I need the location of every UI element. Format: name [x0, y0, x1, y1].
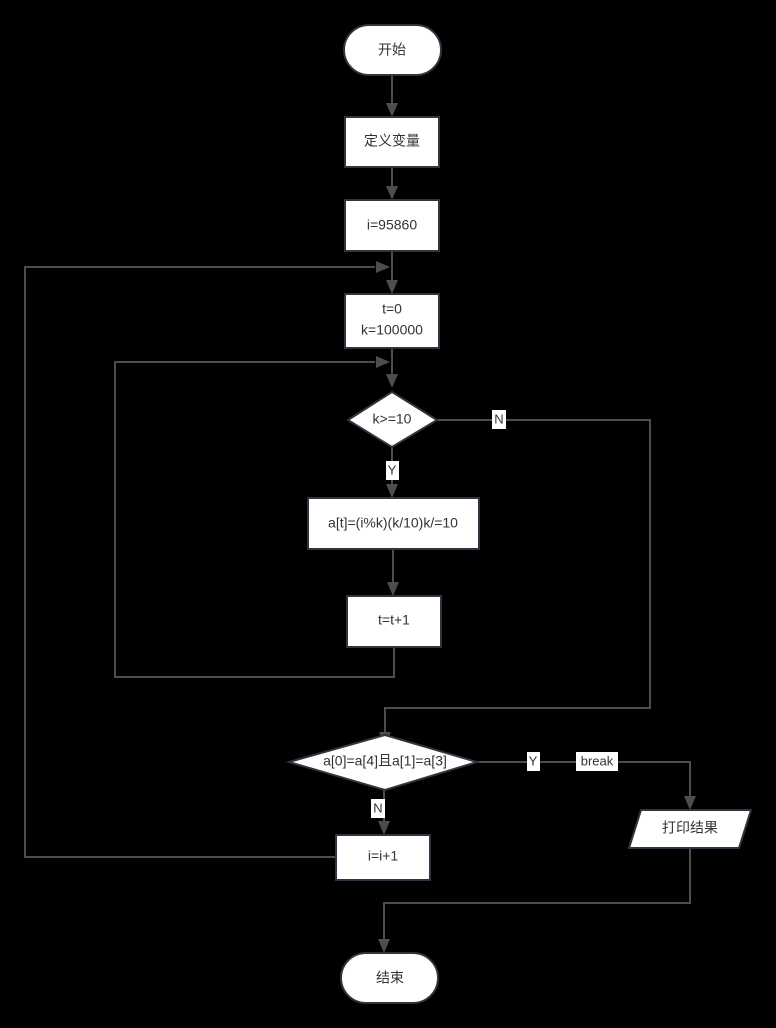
edge-label-cond-k-no-bg — [492, 410, 506, 429]
node-decision-palindrome-label: a[0]=a[4]且a[1]=a[3] — [323, 753, 447, 769]
node-inc-i-shape — [335, 834, 431, 881]
edge-label-cond-pal-no-text: N — [373, 800, 382, 815]
edge-label-cond-pal-yes: Y — [527, 752, 540, 771]
node-inc-i[interactable]: i=i+1 — [335, 834, 431, 881]
node-end[interactable]: 结束 — [340, 952, 439, 1004]
node-define-variables-shape — [344, 116, 440, 168]
edge-digit-to-inc-t — [387, 549, 399, 596]
node-end-shape — [340, 952, 439, 1004]
edge-label-cond-pal-no-bg — [371, 799, 385, 818]
edge-define-to-init-i — [386, 168, 398, 200]
edge-label-cond-pal-yes-bg — [527, 752, 540, 771]
node-init-t-k[interactable]: t=0 k=100000 — [344, 293, 440, 349]
node-print-result[interactable]: 打印结果 — [627, 809, 753, 849]
edge-outer-loop-return — [24, 261, 390, 858]
edge-init-tk-to-inner-merge — [386, 348, 398, 388]
node-inc-t[interactable]: t=t+1 — [346, 595, 442, 648]
node-init-i[interactable]: i=95860 — [344, 199, 440, 252]
edge-label-cond-pal-yes-text: Y — [529, 753, 538, 768]
edge-label-cond-pal-break: break — [576, 752, 618, 771]
edge-init-i-to-loop-merge — [386, 252, 398, 294]
node-init-i-label: i=95860 — [367, 217, 417, 233]
node-define-variables[interactable]: 定义变量 — [344, 116, 440, 168]
edge-label-cond-pal-break-bg — [576, 752, 618, 771]
edge-label-cond-k-yes: Y — [386, 461, 399, 480]
edge-cond-pal-yes-to-print — [477, 761, 696, 810]
node-end-label: 结束 — [376, 970, 404, 986]
node-digit-extract[interactable]: a[t]=(i%k)(k/10)k/=10 — [307, 497, 480, 550]
edge-label-cond-k-no: N — [492, 410, 506, 429]
edge-label-cond-pal-break-text: break — [581, 753, 614, 768]
edge-start-to-define — [386, 74, 398, 117]
edge-label-cond-k-no-text: N — [494, 411, 503, 426]
node-decision-k-ge-10[interactable]: k>=10 — [346, 390, 439, 449]
node-init-t-k-label-line2: k=100000 — [361, 322, 423, 338]
node-decision-palindrome[interactable]: a[0]=a[4]且a[1]=a[3] — [285, 733, 481, 792]
node-inc-i-label: i=i+1 — [368, 848, 399, 864]
node-init-t-k-label-line1: t=0 — [382, 301, 402, 317]
node-inc-t-shape — [346, 595, 442, 648]
node-init-i-shape — [344, 199, 440, 252]
node-inc-t-label: t=t+1 — [378, 612, 410, 628]
node-digit-extract-label: a[t]=(i%k)(k/10)k/=10 — [328, 515, 458, 531]
edge-cond-k-no-to-cond-pal — [379, 419, 651, 746]
node-start[interactable]: 开始 — [343, 24, 442, 76]
node-print-result-label: 打印结果 — [662, 820, 718, 836]
node-print-result-shape — [627, 809, 753, 849]
edge-label-cond-k-yes-bg — [386, 461, 399, 480]
node-decision-k-ge-10-label: k>=10 — [373, 411, 412, 427]
node-decision-palindrome-shape — [285, 733, 481, 792]
node-start-shape — [343, 24, 442, 76]
edge-label-cond-pal-no: N — [371, 799, 385, 818]
edge-inner-loop-return — [114, 356, 395, 678]
node-init-t-k-shape — [344, 293, 440, 349]
node-start-label: 开始 — [378, 42, 406, 58]
node-define-variables-label: 定义变量 — [364, 133, 420, 149]
edge-label-cond-k-yes-text: Y — [388, 462, 397, 477]
node-decision-k-ge-10-shape — [346, 390, 439, 449]
edge-print-to-end — [378, 848, 691, 953]
node-digit-extract-shape — [307, 497, 480, 550]
